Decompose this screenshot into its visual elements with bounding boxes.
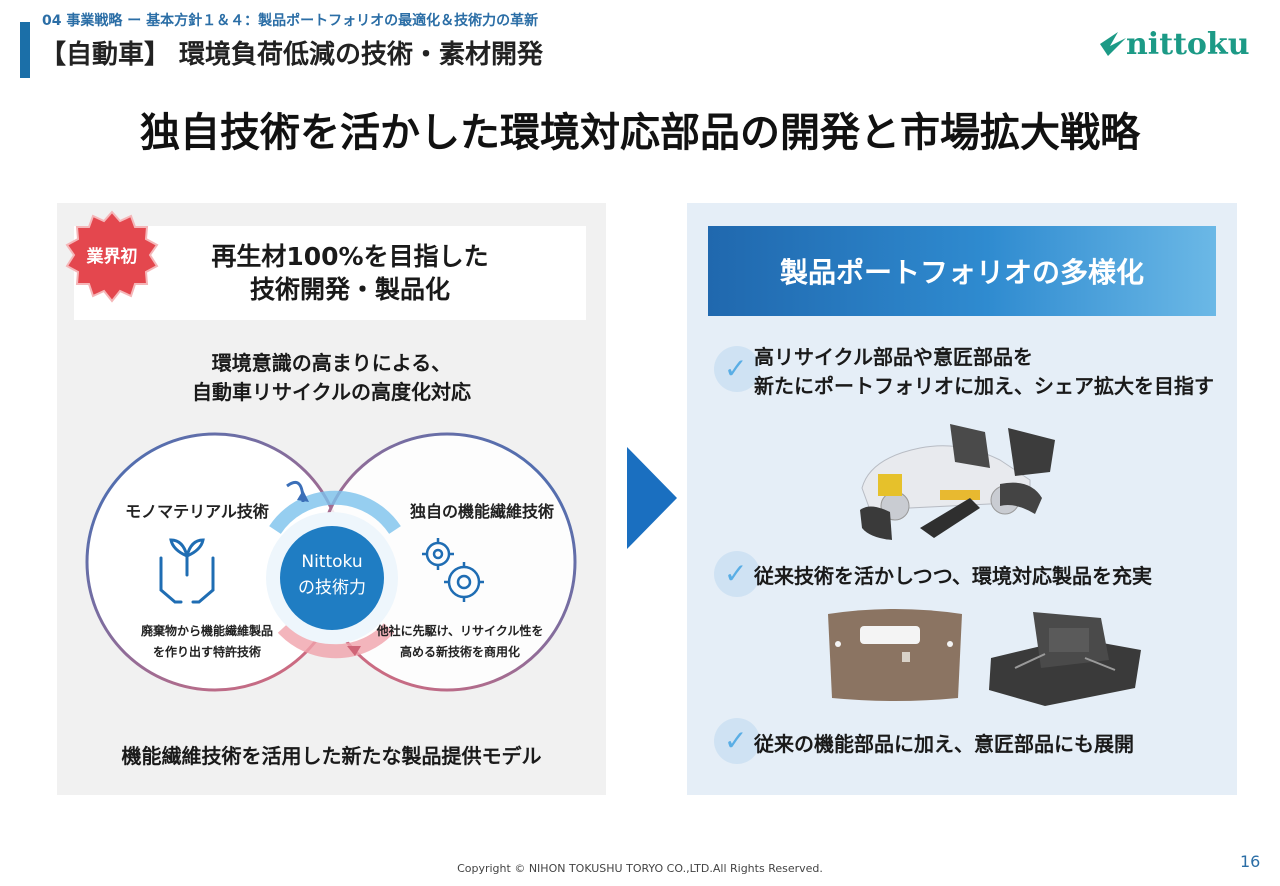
model-text: 機能繊維技術を活用した新たな製品提供モデル [121,744,542,768]
center-circle [280,526,384,630]
title-line-2: 技術開発・製品化 [249,275,450,304]
breadcrumb: 04 事業戦略 ー 基本方針１＆４：製品ポートフォリオの最適化＆技術力の革新 [42,13,539,29]
bullet-1: 高リサイクル部品や意匠部品を 新たにポートフォリオに加え、シェア拡大を目指す [754,343,1214,401]
title-box-text: 再生材100%を目指した 技術開発・製品化 [150,240,550,306]
company-logo: nittoku [1100,27,1250,62]
venn-left-desc-2: を作り出す特許技術 [153,644,261,659]
venn-right-desc-1: 他社に先駆け、リサイクル性を [376,623,544,638]
arrow-head-right-icon [297,490,309,502]
center-line-1: Nittoku [301,552,362,572]
check-icon: ✓ [714,346,760,392]
venn-left-desc-1: 廃棄物から機能繊維製品 [141,623,273,638]
badge-starburst [65,210,159,303]
center-arc-top [269,490,401,535]
title-box [74,226,586,320]
bullet-1-line-2: 新たにポートフォリオに加え、シェア拡大を目指す [754,374,1214,398]
headliner-image [828,609,962,701]
header-accent-bar [20,22,30,78]
right-arrow-icon [627,447,677,549]
center-arc-bottom [277,623,395,659]
title-line-1: 再生材100%を目指した [211,242,489,271]
logo-text: nittoku [1126,27,1250,62]
arrow-head-left-icon [347,646,361,656]
floor-part-image [989,612,1141,706]
car-parts-image [860,424,1055,540]
venn-right-desc-2: 高める新技術を商用化 [400,644,520,659]
badge-label: 業界初 [87,246,138,267]
venn-left-title: モノマテリアル技術 [125,502,269,521]
bullet-3: 従来の機能部品に加え、意匠部品にも展開 [754,732,1134,756]
industry-first-badge: 業界初 [65,210,159,303]
gears-icon [422,538,484,602]
tech-venn-diagram: Nittoku の技術力 モノマテリアル技術 独自の機能繊維技術 廃棄物から機能… [85,432,577,692]
check-icon: ✓ [714,551,760,597]
bullet-2: 従来技術を活かしつつ、環境対応製品を充実 [754,564,1152,588]
check-icon: ✓ [714,718,760,764]
center-line-2: の技術力 [298,578,366,598]
awareness-line-1: 環境意識の高まりによる、 [211,351,452,375]
section-title: 【自動車】 環境負荷低減の技術・素材開発 [40,40,544,70]
bullet-1-line-1: 高リサイクル部品や意匠部品を [754,345,1033,369]
copyright: Copyright © NIHON TOKUSHU TORYO CO.,LTD.… [457,862,823,875]
page-number: 16 [1240,852,1261,871]
portfolio-header: 製品ポートフォリオの多様化 [708,226,1216,316]
plant-in-hands-icon [159,538,215,604]
venn-right-title: 独自の機能繊維技術 [410,502,554,521]
awareness-line-2: 自動車リサイクルの高度化対応 [192,380,471,404]
awareness-text: 環境意識の高まりによる、 自動車リサイクルの高度化対応 [57,349,606,407]
page-headline: 独自技術を活かした環境対応部品の開発と市場拡大戦略 [140,110,1140,156]
